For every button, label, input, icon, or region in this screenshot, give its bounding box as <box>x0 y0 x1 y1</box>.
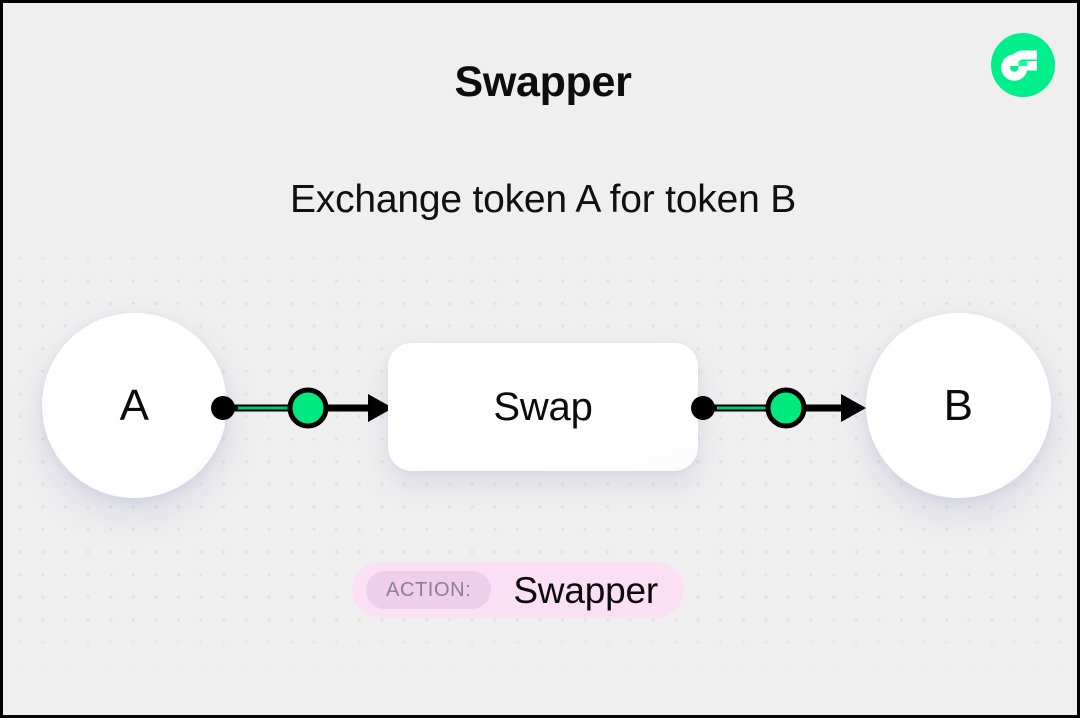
arrow-head-icon <box>368 394 393 422</box>
page-title: Swapper <box>454 58 632 106</box>
node-swap-action-label: Swap <box>493 385 593 429</box>
node-token-b-label: B <box>943 380 974 430</box>
connector-source-dot-icon <box>211 396 235 420</box>
node-token-a[interactable]: A <box>42 313 227 498</box>
connector-a-to-swap <box>208 384 393 432</box>
arrow-head-icon <box>841 394 866 422</box>
node-token-a-label: A <box>119 380 150 430</box>
action-badge-key: ACTION: <box>366 571 492 609</box>
connector-swap-to-b <box>691 384 866 432</box>
action-badge: ACTION: Swapper <box>352 562 684 618</box>
green-node-icon <box>765 387 807 429</box>
flow-logo-icon <box>991 33 1055 97</box>
action-badge-value: Swapper <box>513 569 658 611</box>
connector-source-dot-icon <box>691 396 715 420</box>
node-swap-action[interactable]: Swap <box>388 343 698 471</box>
page-subtitle: Exchange token A for token B <box>289 178 797 221</box>
node-token-b[interactable]: B <box>866 313 1051 498</box>
green-node-icon <box>287 387 329 429</box>
